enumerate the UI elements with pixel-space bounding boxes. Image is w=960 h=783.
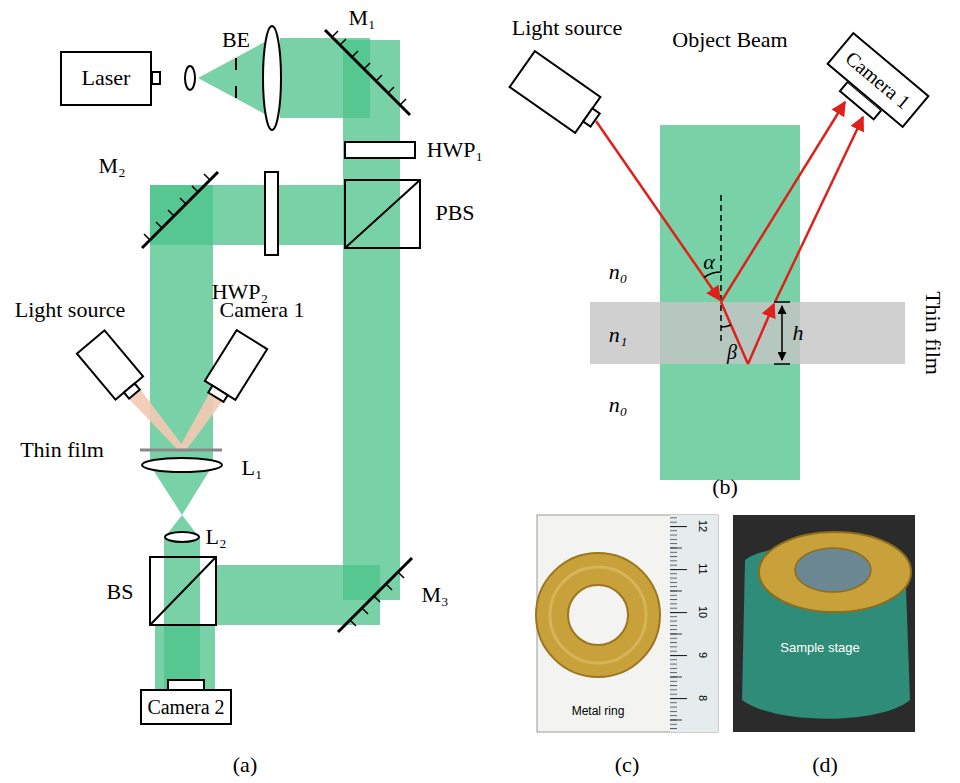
ruler-ticks xyxy=(670,515,718,732)
part-label: Light source xyxy=(512,16,623,40)
device-label: Laser xyxy=(82,65,131,91)
dimension-tick xyxy=(774,301,790,303)
ruler-ticks xyxy=(670,515,718,732)
device-label: Camera 2 xyxy=(147,696,224,719)
part-label: β xyxy=(727,341,737,363)
lens xyxy=(165,532,199,542)
photo-label: 10 xyxy=(697,606,709,618)
lens xyxy=(185,66,195,90)
thin-film-layer xyxy=(590,302,905,364)
device-label: Camera 1 xyxy=(841,46,915,113)
photo-label: 8 xyxy=(697,695,709,701)
ring-highlight xyxy=(550,567,646,663)
cube xyxy=(150,557,216,625)
ruler-ticks xyxy=(670,515,718,732)
incident-ray xyxy=(596,121,720,300)
aperture xyxy=(235,58,237,70)
cube xyxy=(345,180,420,248)
part-label: Camera 1 xyxy=(220,298,305,322)
photo-background xyxy=(537,515,718,732)
laser-aperture xyxy=(152,72,160,84)
light-source-icon xyxy=(510,51,608,138)
mirror-hatching xyxy=(144,174,210,240)
photo-label: 9 xyxy=(697,652,709,658)
part-label: (c) xyxy=(615,753,639,777)
part-label: BE xyxy=(222,28,250,52)
device-box: Camera 2 xyxy=(140,689,232,725)
half-wave-plate xyxy=(265,172,278,255)
ruler xyxy=(670,515,718,732)
part-label: (b) xyxy=(712,475,738,499)
thin-film xyxy=(140,449,222,452)
cube-diagonal xyxy=(150,557,216,625)
aperture xyxy=(235,86,237,98)
part-label: HWP₁ xyxy=(427,138,484,162)
device-lens xyxy=(124,383,140,398)
part-label: Light source xyxy=(15,298,126,322)
mirror-m2 xyxy=(142,172,218,248)
device-lens xyxy=(208,386,228,402)
photo-background xyxy=(733,515,915,732)
beam xyxy=(155,625,215,690)
lens xyxy=(142,458,222,472)
laser-path xyxy=(150,26,400,690)
mirror xyxy=(325,30,410,115)
mirror-hatching xyxy=(332,31,406,105)
cube-diagonal xyxy=(345,180,420,248)
part-label: M₂ xyxy=(98,154,125,178)
photo-label: 11 xyxy=(697,563,709,574)
light-beam xyxy=(178,392,222,450)
device-box: Laser xyxy=(60,51,152,106)
angle-arc xyxy=(721,325,731,327)
mirror xyxy=(338,558,412,632)
mirror-m3 xyxy=(338,558,412,632)
light-rays xyxy=(596,102,863,364)
part-label: BS xyxy=(107,580,134,604)
device-body xyxy=(510,51,601,133)
light-beam xyxy=(128,389,186,450)
part-label: Thin film xyxy=(20,438,104,462)
camera-icon xyxy=(201,330,268,407)
part-label: L₂ xyxy=(205,525,226,549)
part-label: Object Beam xyxy=(672,28,787,52)
illumination-beams xyxy=(128,389,222,450)
mirror xyxy=(142,172,218,248)
light-source-icon xyxy=(77,330,148,405)
part-label: (d) xyxy=(812,753,838,777)
device-body xyxy=(77,330,143,399)
metal-ring xyxy=(759,532,911,612)
mirror-m1 xyxy=(325,30,410,115)
photo-label: Sample stage xyxy=(780,641,860,655)
ring-hole xyxy=(568,585,628,645)
reflected-ray xyxy=(748,304,774,364)
part-label: n₀ xyxy=(609,393,628,417)
photo-label: 12 xyxy=(697,520,709,532)
part-label: Thin film xyxy=(921,291,945,375)
part-label: n₀ xyxy=(609,260,628,284)
mirror-hatching xyxy=(350,572,404,626)
thickness-dimension xyxy=(781,306,783,360)
polarizing-beam-splitter xyxy=(345,180,420,248)
photo-label: Metal ring xyxy=(572,705,625,718)
part-label: h xyxy=(793,321,804,345)
thin-film-sample xyxy=(795,548,871,592)
part-label: PBS xyxy=(435,201,474,225)
part-label: α xyxy=(703,250,715,274)
lens xyxy=(263,26,281,130)
beam-splitter xyxy=(150,557,216,625)
dimension-tick xyxy=(774,363,790,365)
part-label: n₁ xyxy=(609,323,628,347)
beam xyxy=(343,40,400,600)
reflected-ray xyxy=(721,102,845,302)
part-label: M₃ xyxy=(421,583,448,607)
half-wave-plate xyxy=(345,142,415,158)
normal-line xyxy=(720,195,722,345)
part-label: (a) xyxy=(233,753,257,777)
part-label: M₁ xyxy=(348,6,375,30)
refracted-ray xyxy=(721,302,748,364)
metal-ring xyxy=(536,553,660,677)
part-label: L₁ xyxy=(241,456,262,480)
